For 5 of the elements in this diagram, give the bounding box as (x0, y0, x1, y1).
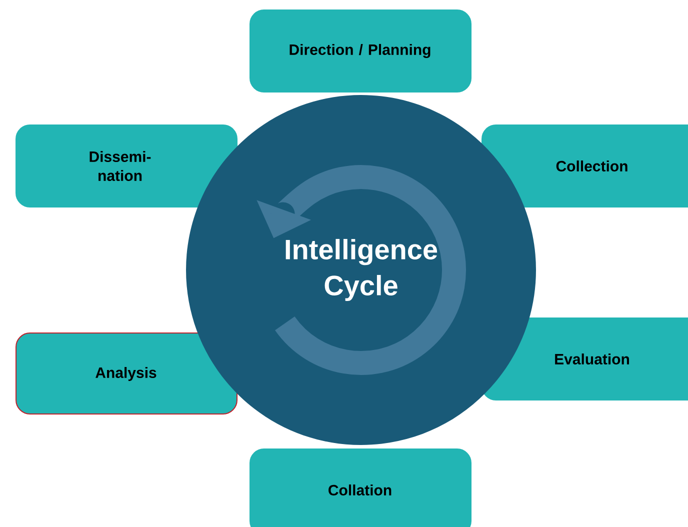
step-box: Collection (482, 124, 688, 208)
step-box: Dissemi- nation (16, 124, 238, 208)
step-box: Direction / Planning (250, 10, 472, 92)
step-box: Analysis (16, 332, 238, 414)
step-box: Collation (250, 448, 472, 527)
